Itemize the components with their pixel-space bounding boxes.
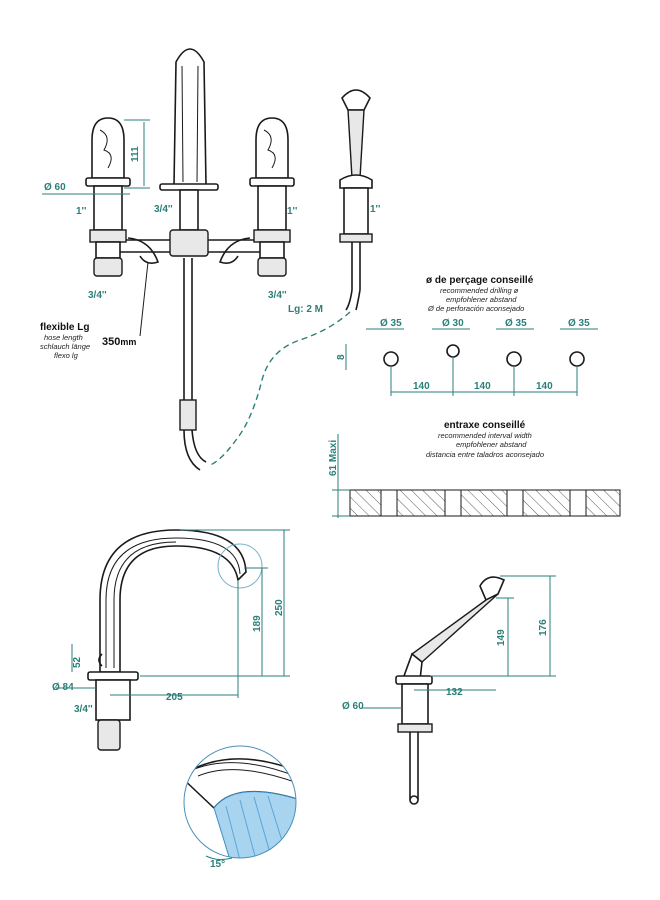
dim-lg2m: Lg: 2 M (288, 304, 323, 315)
dim-dia35-a: Ø 35 (380, 318, 402, 329)
entraxe-en: recommended interval width (438, 431, 532, 440)
entraxe-es: distancia entre taladros aconsejado (426, 450, 544, 459)
dim-1in-right: 1'' (287, 206, 297, 217)
detail-circle: 15° (183, 745, 297, 870)
flex-de: schlauch länge (40, 342, 90, 351)
flex-title: flexible Lg (40, 322, 89, 333)
spout-side-view: 52 Ø 84 205 189 250 3/4'' (52, 529, 290, 751)
dim-189: 189 (252, 615, 263, 632)
flexible-label: flexible Lg hose length schlauch länge f… (40, 322, 136, 360)
flex-es: flexo lg (54, 351, 79, 360)
drill-title: ø de perçage conseillé (426, 275, 534, 286)
drill-es: Ø de perforación aconsejado (427, 304, 524, 313)
dim-140-c: 140 (536, 381, 553, 392)
dim-3-4-left: 3/4'' (88, 290, 107, 301)
dim-176: 176 (538, 619, 549, 636)
entraxe-title: entraxe conseillé (444, 420, 526, 431)
drilling-section: ø de perçage conseillé recommended drill… (336, 275, 598, 396)
dimensions-top: 111 Ø 60 1'' 3/4'' 1'' 1'' 3/4'' 3/4'' L… (42, 119, 380, 315)
dim-3-4-spout: 3/4'' (154, 204, 173, 215)
dim-dia30: Ø 30 (442, 318, 464, 329)
dim-350: 350 (102, 336, 120, 348)
dim-250: 250 (274, 599, 285, 616)
dim-205: 205 (166, 692, 183, 703)
dim-52: 52 (72, 656, 83, 668)
dim-dia60-shower: Ø 60 (342, 701, 364, 712)
svg-text:350mm: 350mm (102, 336, 136, 348)
dim-132: 132 (446, 687, 463, 698)
shower-side-view: 176 149 132 Ø 60 (342, 575, 556, 805)
dim-dia35-b: Ø 35 (505, 318, 527, 329)
dim-350-unit: mm (120, 337, 136, 347)
drill-de: empfohlener abstand (446, 295, 517, 304)
dim-140-a: 140 (413, 381, 430, 392)
dim-111: 111 (130, 146, 141, 162)
entraxe-section: entraxe conseillé recommended interval w… (328, 420, 621, 518)
dim-3-4-right: 3/4'' (268, 290, 287, 301)
dim-8: 8 (336, 354, 347, 360)
dim-dia84: Ø 84 (52, 682, 74, 693)
dim-dia60-top: Ø 60 (44, 182, 66, 193)
faucet-front-view (85, 48, 373, 471)
dim-3-4-spout-side: 3/4'' (74, 704, 93, 715)
dim-15deg: 15° (210, 859, 225, 870)
dim-61maxi: 61 Maxi (328, 440, 339, 476)
dim-149: 149 (496, 629, 507, 646)
dim-140-b: 140 (474, 381, 491, 392)
dim-dia35-c: Ø 35 (568, 318, 590, 329)
dim-1in-shower: 1'' (370, 204, 380, 215)
entraxe-de: empfohlener abstand (456, 440, 527, 449)
dim-1in-left: 1'' (76, 206, 86, 217)
flex-en: hose length (44, 333, 83, 342)
drill-en: recommended drilling ø (440, 286, 519, 295)
